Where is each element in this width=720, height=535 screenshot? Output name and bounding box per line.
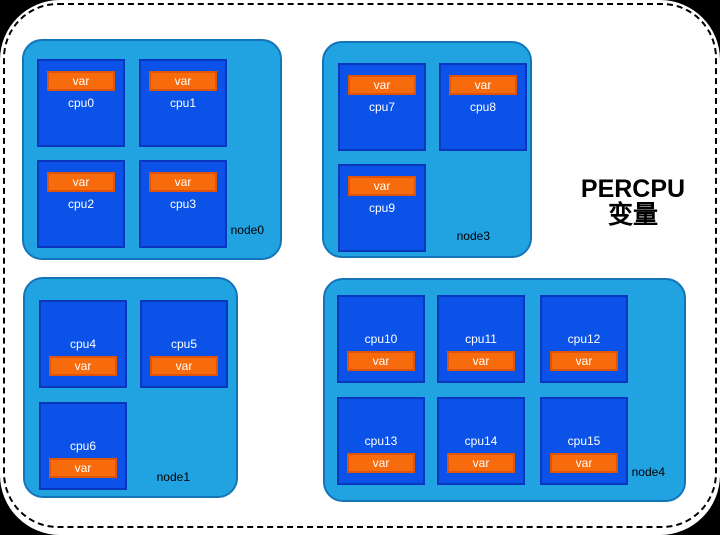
var-label: var [575,354,593,368]
var-box: var [447,351,515,371]
cpu-box-cpu15: cpu15 var [540,397,628,485]
node-node0: var cpu0 var cpu1 var cpu2 var cpu3 node… [22,39,282,260]
var-label: var [373,78,391,92]
cpu-label: cpu8 [469,100,497,114]
cpu-box-cpu0: var cpu0 [37,59,125,147]
var-label: var [174,175,192,189]
var-label: var [72,175,90,189]
var-label: var [74,359,92,373]
node-label-node1: node1 [156,470,190,484]
cpu-box-cpu2: var cpu2 [37,160,125,248]
var-label: var [474,78,492,92]
cpu-label: cpu0 [67,96,95,110]
var-box: var [150,356,218,376]
cpu-box-cpu1: var cpu1 [139,59,227,147]
node-label-node4: node4 [631,465,665,479]
var-label: var [74,461,92,475]
var-box: var [550,453,618,473]
cpu-label: cpu13 [364,434,398,448]
cpu-box-cpu10: cpu10 var [337,295,425,383]
var-label: var [472,456,490,470]
cpu-box-cpu14: cpu14 var [437,397,525,485]
var-box: var [149,172,217,192]
cpu-box-cpu3: var cpu3 [139,160,227,248]
var-label: var [72,74,90,88]
cpu-label: cpu9 [368,201,396,215]
dashed-border [3,3,717,528]
cpu-label: cpu3 [169,197,197,211]
cpu-box-cpu4: cpu4 var [39,300,127,388]
node-node4: cpu10 var cpu11 var cpu12 var cpu13 var … [323,278,686,502]
cpu-label: cpu7 [368,100,396,114]
cpu-label: cpu12 [567,332,601,346]
cpu-label: cpu6 [69,439,97,453]
cpu-box-cpu11: cpu11 var [437,295,525,383]
var-box: var [47,71,115,91]
var-label: var [175,359,193,373]
cpu-label: cpu5 [170,337,198,351]
cpu-box-cpu12: cpu12 var [540,295,628,383]
cpu-label: cpu10 [364,332,398,346]
var-label: var [372,354,390,368]
var-box: var [447,453,515,473]
var-label: var [472,354,490,368]
var-box: var [449,75,517,95]
var-box: var [47,172,115,192]
cpu-label: cpu15 [567,434,601,448]
diagram-title-line1: PERCPU [580,175,686,203]
cpu-box-cpu9: var cpu9 [338,164,426,252]
var-label: var [174,74,192,88]
var-label: var [372,456,390,470]
var-box: var [347,351,415,371]
cpu-label: cpu1 [169,96,197,110]
node-node3: var cpu7 var cpu8 var cpu9 node3 [322,41,532,258]
var-box: var [550,351,618,371]
var-box: var [49,458,117,478]
var-box: var [348,176,416,196]
cpu-box-cpu5: cpu5 var [140,300,228,388]
var-box: var [348,75,416,95]
var-box: var [347,453,415,473]
cpu-label: cpu4 [69,337,97,351]
cpu-label: cpu2 [67,197,95,211]
cpu-label: cpu14 [464,434,498,448]
var-box: var [149,71,217,91]
diagram-title-line2: 变量 [607,201,658,229]
var-label: var [575,456,593,470]
cpu-box-cpu13: cpu13 var [337,397,425,485]
cpu-box-cpu7: var cpu7 [338,63,426,151]
var-label: var [373,179,391,193]
node-label-node0: node0 [230,223,264,237]
cpu-box-cpu6: cpu6 var [39,402,127,490]
var-box: var [49,356,117,376]
cpu-label: cpu11 [465,332,497,346]
node-node1: cpu4 var cpu5 var cpu6 var node1 [23,277,238,498]
cpu-box-cpu8: var cpu8 [439,63,527,151]
diagram-title: PERCPU 变量 [563,176,703,228]
node-label-node3: node3 [456,229,490,243]
